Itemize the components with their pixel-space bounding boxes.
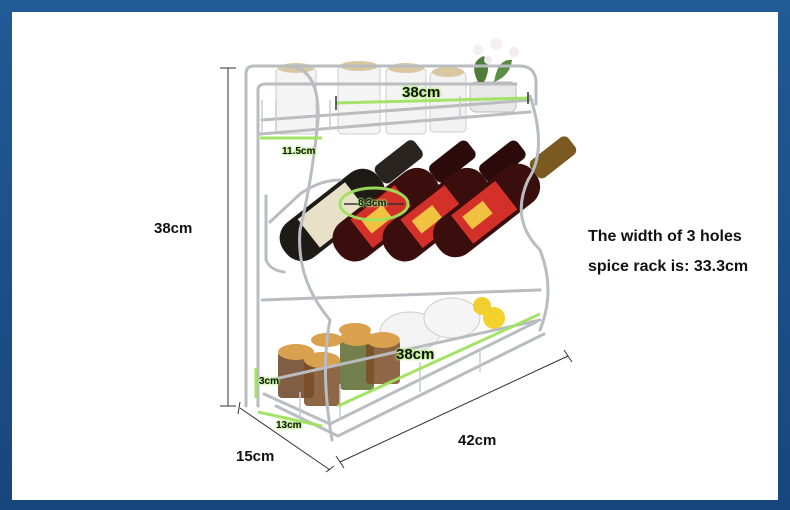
dimension-guides [220, 67, 573, 473]
bottom-depth-label: 13cm [276, 420, 302, 431]
bottom-width-label: 38cm [396, 346, 435, 363]
bottle-hole-label: 8.3cm [358, 198, 387, 209]
length-label: 42cm [458, 432, 497, 449]
measure-highlights [254, 96, 541, 428]
depth-label: 15cm [236, 448, 275, 465]
measure-ticks [335, 92, 529, 205]
rack-bars [261, 96, 481, 420]
note-line-2: spice rack is: 33.3cm [588, 258, 749, 275]
bowls-and-fruit [379, 297, 505, 353]
chrome-rack [244, 64, 550, 442]
height-label: 38cm [154, 220, 193, 237]
holes-width-note: The width of 3 holes spice rack is: 33.3… [588, 222, 748, 282]
wine-bottles [279, 136, 577, 262]
bottom-rail-label: 3cm [259, 376, 280, 387]
top-depth-label: 11.5cm [282, 146, 316, 157]
top-width-label: 38cm [402, 84, 441, 101]
note-line-1: The width of 3 holes [588, 228, 742, 245]
